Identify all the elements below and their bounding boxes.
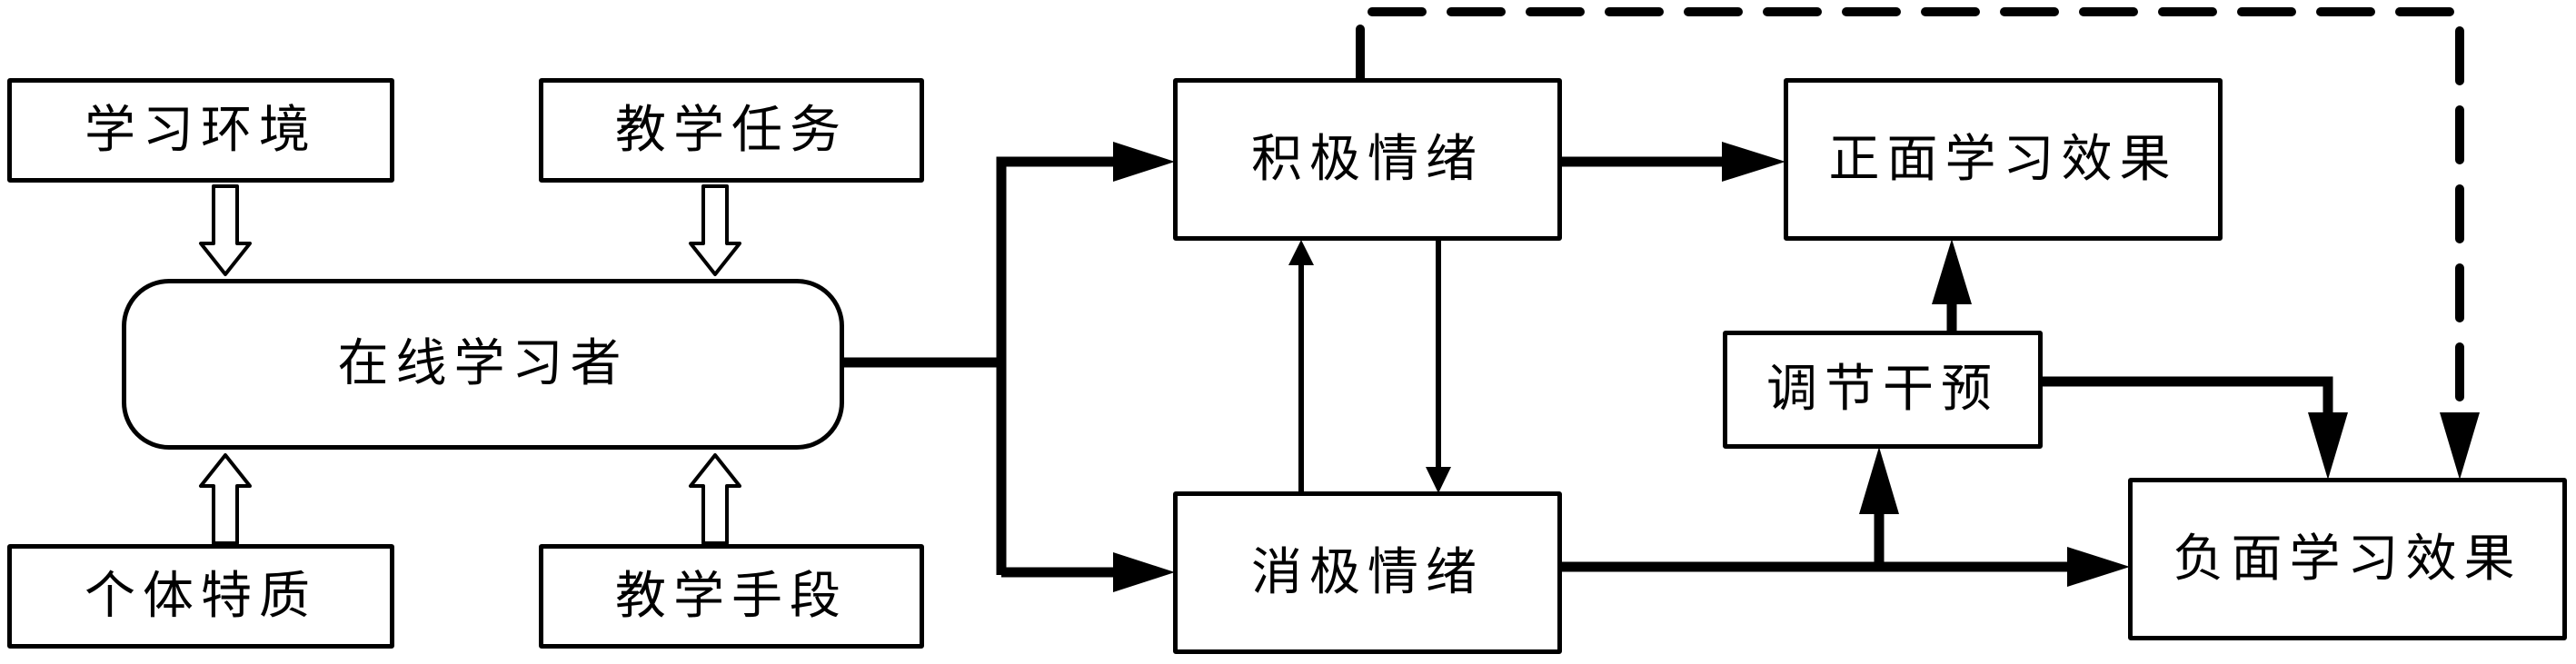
node-negative-outcome: 负面学习效果 xyxy=(2128,478,2567,640)
node-teaching-means: 教学手段 xyxy=(539,544,924,649)
arrowhead-up-to-regulation xyxy=(1859,447,1899,514)
arrowhead-up-to-positive-emotion xyxy=(1288,240,1314,265)
node-label: 积极情绪 xyxy=(1251,129,1484,189)
arrowhead-to-negative-emotion xyxy=(1113,552,1175,592)
arrowhead-to-positive-outcome xyxy=(1722,142,1785,182)
node-label: 学习环境 xyxy=(85,100,317,160)
dashed-line-positive-emotion-to-negative-outcome xyxy=(1356,7,2464,422)
node-teaching-task: 教学任务 xyxy=(539,78,924,183)
node-label: 个体特质 xyxy=(85,566,317,626)
hollow-arrow-environment-to-learner xyxy=(199,184,252,276)
node-learning-environment: 学习环境 xyxy=(7,78,394,183)
node-label: 教学手段 xyxy=(615,566,848,626)
node-positive-outcome: 正面学习效果 xyxy=(1784,78,2223,241)
line-regulation-to-negative-outcome xyxy=(2041,376,2333,418)
node-label: 消极情绪 xyxy=(1251,542,1484,602)
node-label: 在线学习者 xyxy=(337,334,629,393)
hollow-arrow-traits-to-learner xyxy=(199,453,252,545)
arrowhead-to-positive-emotion xyxy=(1113,142,1175,182)
node-regulation-intervention: 调节干预 xyxy=(1723,331,2043,449)
arrowhead-up-to-positive-outcome xyxy=(1932,239,1972,304)
arrowhead-down-regulation-to-negative-outcome xyxy=(2308,412,2348,480)
line-branch-to-positive xyxy=(996,156,1118,575)
hollow-arrow-task-to-learner xyxy=(689,184,741,276)
node-label: 教学任务 xyxy=(615,100,848,160)
node-label: 负面学习效果 xyxy=(2173,529,2522,589)
node-label: 调节干预 xyxy=(1766,360,1999,419)
node-negative-emotion: 消极情绪 xyxy=(1173,491,1562,654)
arrowhead-to-negative-outcome-from-negative-emotion xyxy=(2067,547,2130,587)
hollow-arrow-means-to-learner xyxy=(689,453,741,545)
node-individual-traits: 个体特质 xyxy=(7,544,394,649)
arrowhead-down-to-negative-emotion xyxy=(1426,467,1451,493)
node-positive-emotion: 积极情绪 xyxy=(1173,78,1562,241)
arrowhead-down-dashed-to-negative-outcome xyxy=(2440,412,2480,480)
node-online-learner: 在线学习者 xyxy=(122,279,844,450)
node-label: 正面学习效果 xyxy=(1828,129,2178,189)
